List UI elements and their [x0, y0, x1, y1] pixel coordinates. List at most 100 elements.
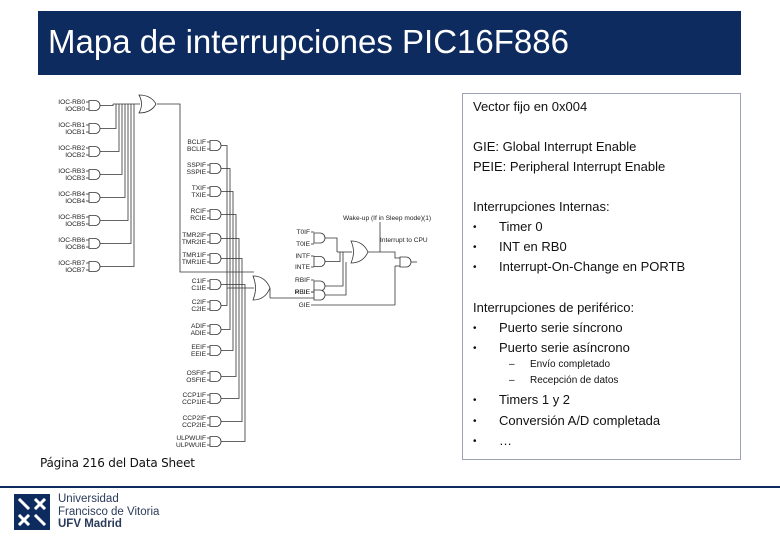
- peripheral-input-label: TMR2IE: [182, 239, 207, 246]
- peripheral-heading: Interrupciones de periférico:: [473, 300, 635, 315]
- ioc-or-gate: [138, 94, 157, 114]
- wire: [157, 103, 254, 273]
- peripheral-input-label: C1IE: [191, 285, 206, 292]
- ioc-and-gate: [88, 238, 101, 249]
- wire: [100, 104, 117, 129]
- peripheral-and-gate: [209, 253, 222, 264]
- wire: [221, 238, 240, 288]
- dash: –: [509, 375, 515, 386]
- core-and-gate: [313, 256, 326, 267]
- core-input-label: INTF: [295, 253, 310, 260]
- wire: [100, 104, 126, 198]
- peripheral-and-gate: [209, 140, 222, 151]
- wire: [100, 104, 120, 152]
- wire: [221, 191, 234, 288]
- peripheral-input-label: OSFIF: [187, 370, 206, 377]
- wire: [221, 284, 246, 288]
- peripheral-subitem: Envío completado: [530, 359, 611, 370]
- peripheral-input-label: BCLIF: [187, 139, 206, 146]
- wire: [325, 252, 341, 262]
- source-note: Página 216 del Data Sheet: [40, 456, 195, 470]
- ioc-and-gate: [88, 169, 101, 180]
- left-input-label: IOC-RB1: [58, 122, 85, 129]
- bullet: •: [473, 222, 477, 233]
- peripheral-and-gate: [209, 393, 222, 404]
- left-input-label: IOC-RB5: [58, 214, 85, 221]
- left-input-label: IOCB0: [65, 106, 85, 113]
- peripheral-input-label: TXIE: [191, 192, 206, 199]
- peripheral-and-gate: [209, 371, 222, 382]
- left-input-label: IOCB1: [65, 129, 85, 136]
- wire: [325, 252, 344, 287]
- wire: [100, 104, 123, 175]
- wire: [221, 288, 234, 351]
- peripheral-and-gate: [209, 186, 222, 197]
- wire: [221, 168, 231, 288]
- left-input-label: IOC-RB3: [58, 168, 85, 175]
- left-input-label: IOC-RB7: [58, 260, 85, 267]
- left-input-label: IOC-RB4: [58, 191, 85, 198]
- peripheral-input-label: ADIE: [191, 330, 207, 337]
- wire: [221, 288, 243, 422]
- dash: –: [509, 359, 515, 370]
- wire: [221, 288, 246, 442]
- peripheral-subitem: Recepción de datos: [530, 375, 619, 386]
- wakeup-label: Wake-up (If in Sleep mode)(1): [343, 215, 431, 222]
- peripheral-and-gate: [209, 233, 222, 244]
- peripheral-and-gate: [209, 300, 222, 311]
- peripheral-item: Timers 1 y 2: [499, 392, 571, 407]
- wire: [325, 237, 338, 252]
- peripheral-input-label: TMR2IF: [182, 232, 206, 239]
- bullet: •: [473, 343, 477, 354]
- peripheral-input-label: EEIE: [191, 351, 207, 358]
- left-input-label: IOC-RB6: [58, 237, 85, 244]
- wire: [221, 258, 243, 288]
- peie-label: PEIE: [295, 289, 311, 296]
- cpu-and-gate: [399, 256, 412, 268]
- peripheral-input-label: ADIF: [191, 323, 206, 330]
- peripheral-or-gate: [252, 275, 271, 301]
- title-bar: Mapa de interrupciones PIC16F886: [38, 11, 741, 75]
- bullet: •: [473, 242, 477, 253]
- peripheral-input-label: CCP2IF: [183, 415, 206, 422]
- wire: [221, 288, 237, 377]
- ioc-and-gate: [88, 192, 101, 203]
- core-input-label: INTE: [295, 264, 311, 271]
- peripheral-item: Puerto serie síncrono: [499, 320, 623, 335]
- bullet: •: [473, 323, 477, 334]
- peripheral-input-label: OSFIE: [186, 377, 206, 384]
- peripheral-item: Puerto serie asíncrono: [499, 340, 630, 355]
- peripheral-and-gate: [209, 279, 222, 290]
- peripheral-input-label: SSPIF: [187, 162, 206, 169]
- bullet: •: [473, 262, 477, 273]
- wire: [100, 104, 114, 106]
- peripheral-input-label: RCIE: [190, 215, 206, 222]
- peripheral-and-gate: [209, 436, 222, 447]
- wire: [100, 104, 135, 267]
- peripheral-and-gate: [209, 416, 222, 427]
- peripheral-and-gate: [209, 163, 222, 174]
- info-box: Vector fijo en 0x004 GIE: Global Interru…: [462, 93, 741, 460]
- peie-and-gate: [313, 289, 326, 301]
- internal-item: Interrupt-On-Change en PORTB: [499, 259, 686, 274]
- peripheral-input-label: TXIF: [192, 185, 206, 192]
- peripheral-and-gate: [209, 209, 222, 220]
- peripheral-item: …: [499, 433, 512, 448]
- core-or-gate: [350, 240, 369, 264]
- ioc-and-gate: [88, 100, 101, 111]
- wire: [100, 104, 129, 221]
- gie-label: GIE: [299, 302, 311, 309]
- wire: [221, 288, 240, 399]
- peripheral-input-label: ULPWUIE: [176, 442, 207, 449]
- peripheral-input-label: CCP1IF: [183, 392, 206, 399]
- ioc-and-gate: [88, 146, 101, 157]
- internal-item: Timer 0: [499, 219, 543, 234]
- vector-text: Vector fijo en 0x004: [473, 99, 588, 114]
- bullet: •: [473, 395, 477, 406]
- core-input-label: T0IF: [296, 229, 310, 236]
- peripheral-input-label: C2IF: [192, 299, 206, 306]
- wire: [221, 145, 228, 288]
- core-and-gate: [313, 280, 326, 292]
- bullet: •: [473, 436, 477, 447]
- peripheral-and-gate: [209, 324, 222, 335]
